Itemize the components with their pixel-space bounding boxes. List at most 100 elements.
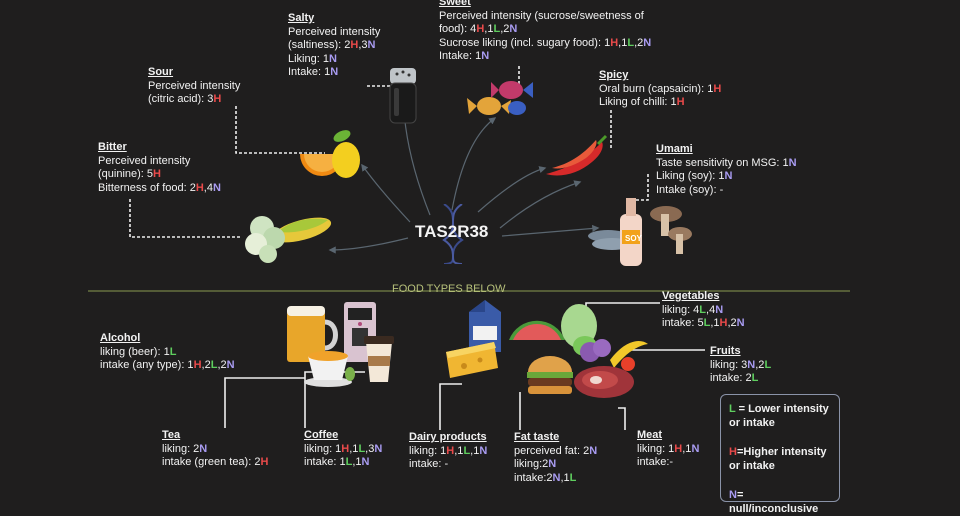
line-text: ,1	[484, 23, 494, 35]
block-line: Perceived intensity	[288, 26, 380, 40]
line-text: Perceived intensity	[98, 154, 191, 167]
block-line: liking: 1H,1L,3N	[304, 443, 382, 457]
code-H: H	[260, 456, 269, 468]
block-line: Bitterness of food: 2H,4N	[98, 182, 221, 196]
center-gene-label: TAS2R38	[415, 222, 489, 241]
block-line: liking: 2N	[162, 443, 268, 457]
code-N: N	[736, 317, 745, 329]
food-solid-lines	[224, 302, 705, 430]
code-N: N	[479, 444, 488, 457]
block-line: intake (green tea): 2H	[162, 456, 268, 470]
block-line: liking: 1H,1N	[637, 443, 699, 457]
line-text: liking: 1	[304, 442, 342, 455]
code-H: H	[153, 168, 161, 180]
line-text: ,2	[500, 23, 510, 35]
code-L: L	[751, 372, 759, 384]
block-line: liking: 3N,2L	[710, 359, 771, 373]
line-text: ,1	[618, 36, 628, 49]
coffee-cup-icon	[364, 336, 394, 382]
beer-mug-icon	[287, 306, 338, 362]
code-N: N	[788, 156, 797, 169]
code-N: N	[328, 52, 337, 65]
line-text: liking: 4	[662, 303, 700, 316]
code-N: N	[226, 359, 235, 371]
code-H: H	[193, 359, 202, 371]
broccoli-corn-icon	[245, 216, 332, 263]
svg-text:SOY: SOY	[625, 234, 643, 243]
block-line: Perceived intensity	[98, 155, 221, 169]
code-N: N	[747, 358, 756, 371]
legend-key: H	[729, 446, 737, 458]
line-text: liking:2	[514, 458, 549, 470]
block-title: Coffee	[304, 429, 339, 441]
line-text: ,4	[203, 181, 213, 194]
line-text: Bitterness of food: 2	[98, 181, 196, 194]
code-H: H	[446, 444, 455, 457]
block-line: (citric acid): 3H	[148, 93, 240, 107]
code-N: N	[724, 170, 733, 182]
code-N: N	[552, 471, 561, 484]
line-text: ,2	[727, 317, 737, 329]
code-N: N	[643, 36, 652, 49]
milk-carton-icon	[469, 300, 501, 352]
line-text: Liking (soy): 1	[656, 170, 725, 182]
code-L: L	[463, 444, 471, 457]
lemon-orange-icon	[300, 130, 360, 178]
line-text: ,3	[358, 39, 368, 51]
line-text: ,1	[682, 442, 692, 455]
block-line: intake (any type): 1H,2L,2N	[100, 359, 235, 373]
block-line: intake: 5L,1H,2N	[662, 317, 745, 331]
meat-icon	[574, 366, 634, 398]
line-text: intake:-	[637, 456, 674, 468]
block-line: Taste sensitivity on MSG: 1N	[656, 157, 797, 171]
block-line: intake: 2L	[710, 372, 771, 386]
line-text: intake: -	[409, 458, 449, 470]
block-title: Bitter	[98, 141, 127, 153]
block-line: liking: 1H,1L,1N	[409, 445, 487, 459]
candy-icon	[467, 81, 533, 115]
code-N: N	[330, 66, 339, 78]
block-line: (quinine): 5H	[98, 168, 221, 182]
cheese-icon	[446, 342, 498, 378]
code-H: H	[610, 36, 619, 49]
code-L: L	[493, 23, 501, 35]
block-line: perceived fat: 2N	[514, 445, 597, 459]
salt-shaker-icon	[389, 68, 417, 124]
block-title: Tea	[162, 429, 181, 441]
block-title: Vegetables	[662, 290, 720, 302]
line-text: liking (beer): 1	[100, 345, 170, 358]
code-N: N	[361, 456, 370, 468]
code-L: L	[764, 358, 772, 371]
line-text: intake: 2	[710, 372, 752, 384]
line-text: Sucrose liking (incl. sugary food): 1	[439, 36, 611, 49]
line-text: Perceived intensity	[288, 25, 381, 38]
diagram-stage: SOY	[88, 0, 850, 515]
block-line: liking: 4L,4N	[662, 304, 745, 318]
legend-text: =Higher intensity	[736, 446, 827, 458]
line-text: Intake: 1	[439, 50, 482, 62]
code-N: N	[212, 181, 221, 194]
line-text: Intake (soy): -	[656, 183, 724, 196]
chili-pepper-icon	[546, 134, 608, 176]
line-text: ,2	[755, 358, 765, 371]
line-text: (saltiness):	[288, 39, 345, 51]
block-line: (saltiness): 2H,3N	[288, 39, 380, 53]
block-title: Alcohol	[100, 332, 141, 344]
block-line: Perceived intensity (sucrose/sweetness o…	[439, 10, 651, 24]
block-line: Sucrose liking (incl. sugary food): 1H,1…	[439, 37, 651, 51]
line-text: ,1	[349, 442, 359, 455]
line-text: Liking: 1	[288, 52, 329, 65]
code-N: N	[715, 303, 724, 316]
line-text: ,2	[201, 359, 211, 371]
block-title: Fat taste	[514, 431, 560, 443]
line-text: Taste sensitivity on MSG: 1	[656, 156, 789, 169]
code-H: H	[674, 442, 683, 455]
